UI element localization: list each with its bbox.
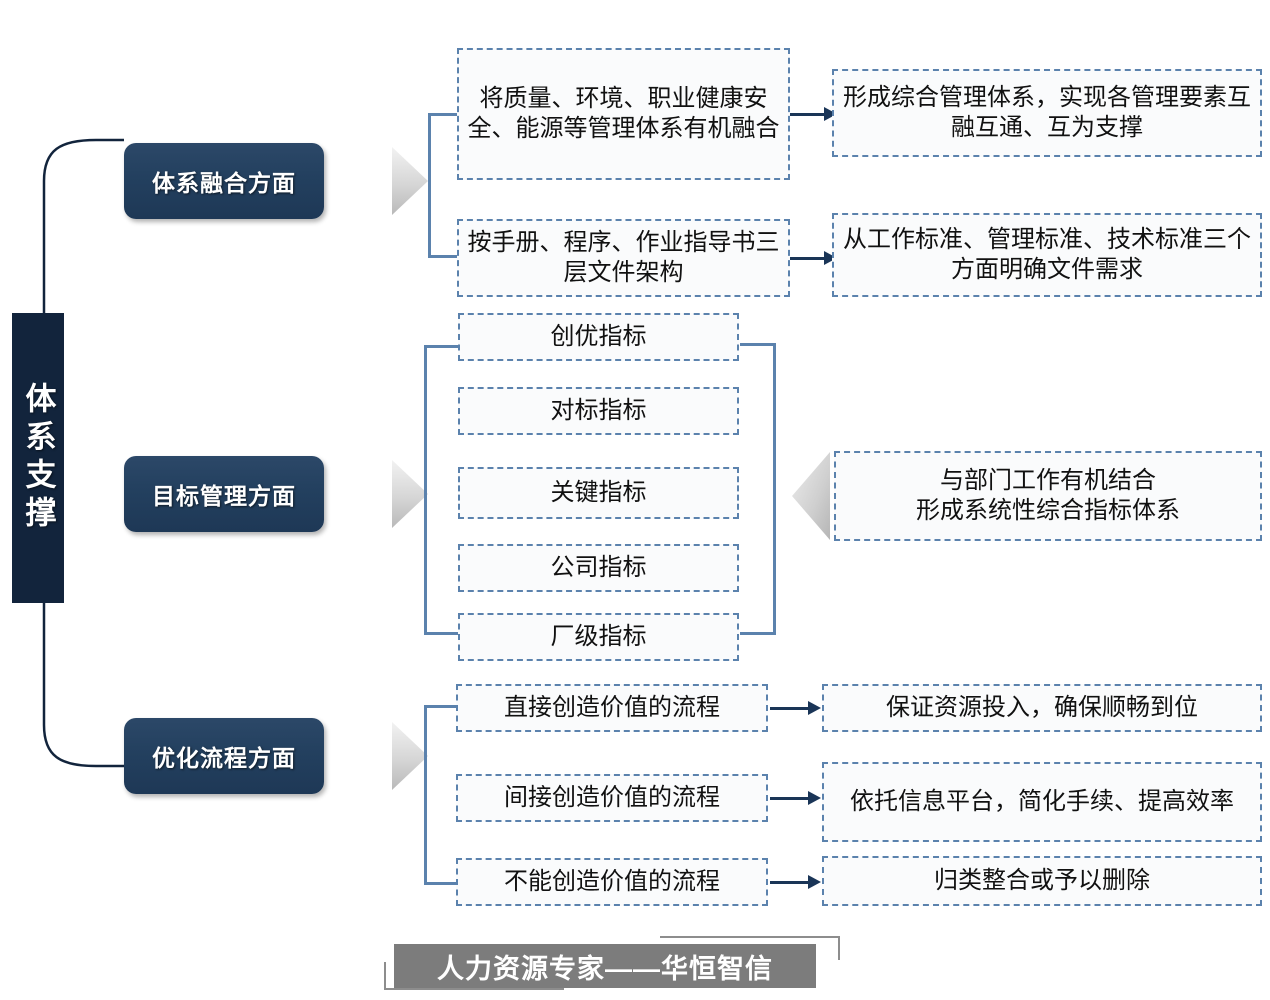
summary-line-1: 与部门工作有机结合 xyxy=(940,466,1156,494)
indicator-box-1-4[interactable]: 厂级指标 xyxy=(458,613,739,661)
arrow-2-0 xyxy=(770,701,822,715)
bracket-branch-0 xyxy=(428,113,458,258)
source-box-0-1[interactable]: 按手册、程序、作业指导书三层文件架构 xyxy=(457,219,790,297)
indicator-box-1-2[interactable]: 关键指标 xyxy=(458,467,739,519)
branch-title-2[interactable]: 优化流程方面 xyxy=(124,718,324,794)
spine-bar: 体系支撑 xyxy=(12,313,64,603)
indicator-box-1-1[interactable]: 对标指标 xyxy=(458,387,739,435)
outcome-box-2-1[interactable]: 依托信息平台，简化手续、提高效率 xyxy=(822,762,1262,842)
footer-bracket-bottom-left xyxy=(384,962,564,990)
spine-label: 体系支撑 xyxy=(20,382,56,534)
summary-line-2: 形成系统性综合指标体系 xyxy=(916,497,1180,524)
outcome-box-2-0[interactable]: 保证资源投入，确保顺畅到位 xyxy=(822,684,1262,732)
arrow-2-2 xyxy=(770,875,822,889)
bracket-branch-1-right xyxy=(740,343,776,635)
bracket-branch-1-left xyxy=(424,345,458,635)
summary-box-1[interactable]: 与部门工作有机结合 形成系统性综合指标体系 xyxy=(834,451,1262,541)
arrow-0-1 xyxy=(790,251,838,265)
outcome-box-0-1[interactable]: 从工作标准、管理标准、技术标准三个方面明确文件需求 xyxy=(832,213,1262,297)
chevron-right-icon-2 xyxy=(392,718,432,794)
source-box-2-0[interactable]: 直接创造价值的流程 xyxy=(456,684,768,732)
footer-bracket-top-right xyxy=(660,936,840,960)
bracket-branch-2 xyxy=(424,705,458,885)
indicator-box-1-0[interactable]: 创优指标 xyxy=(458,313,739,361)
outcome-box-2-2[interactable]: 归类整合或予以删除 xyxy=(822,856,1262,906)
branch-title-1[interactable]: 目标管理方面 xyxy=(124,456,324,532)
branch-title-0[interactable]: 体系融合方面 xyxy=(124,143,324,219)
footer-banner: 人力资源专家——华恒智信 xyxy=(394,944,816,988)
arrow-0-0 xyxy=(790,107,838,121)
chevron-right-icon-0 xyxy=(392,143,432,219)
source-box-2-1[interactable]: 间接创造价值的流程 xyxy=(456,774,768,822)
source-box-0-0[interactable]: 将质量、环境、职业健康安全、能源等管理体系有机融合 xyxy=(457,48,790,180)
outcome-box-0-0[interactable]: 形成综合管理体系，实现各管理要素互融互通、互为支撑 xyxy=(832,69,1262,157)
arrow-2-1 xyxy=(770,791,822,805)
source-box-2-2[interactable]: 不能创造价值的流程 xyxy=(456,858,768,906)
indicator-box-1-3[interactable]: 公司指标 xyxy=(458,544,739,592)
chevron-right-icon-1 xyxy=(392,456,432,532)
chevron-left-icon-1 xyxy=(790,450,834,542)
